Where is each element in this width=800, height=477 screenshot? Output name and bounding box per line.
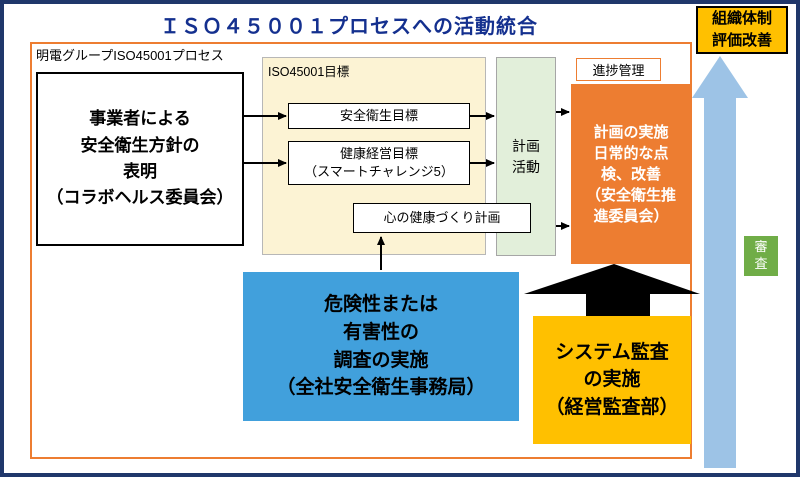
goal-safety-health-text: 安全衛生目標 [339, 108, 418, 124]
system-audit-box: システム監査 の実施 （経営監査部） [533, 316, 691, 444]
policy-box: 事業者による 安全衛生方針の 表明 （コラボヘルス委員会） [36, 72, 244, 246]
process-frame-label: 明電グループISO45001プロセス [36, 48, 224, 63]
goal-mental-health-box: 心の健康づくり計画 [353, 203, 531, 233]
review-badge: 審 査 [744, 236, 778, 276]
org-improvement-text: 組織体制 評価改善 [711, 10, 772, 49]
implementation-box: 計画の実施 日常的な点 検、改善 （安全衛生推 進委員会） [571, 84, 691, 264]
progress-management-text: 進捗管理 [592, 63, 645, 78]
hazard-assessment-box: 危険性または 有害性の 調査の実施 （全社安全衛生事務局） [243, 272, 519, 421]
hazard-assessment-text: 危険性または 有害性の 調査の実施 （全社安全衛生事務局） [276, 294, 486, 399]
org-improvement-box: 組織体制 評価改善 [696, 6, 788, 54]
feedback-up-arrow [692, 56, 748, 468]
progress-management-label: 進捗管理 [576, 58, 661, 81]
review-badge-text: 審 査 [754, 239, 768, 271]
goal-health-management-box: 健康経営目標 （スマートチャレンジ5） [288, 141, 470, 185]
goal-safety-health-box: 安全衛生目標 [288, 103, 470, 129]
implementation-text: 計画の実施 日常的な点 検、改善 （安全衛生推 進委員会） [585, 123, 676, 225]
page-title: ＩＳＯ４５００１プロセスへの活動統合 [160, 16, 538, 38]
policy-text: 事業者による 安全衛生方針の 表明 （コラボヘルス委員会） [46, 109, 234, 208]
system-audit-text: システム監査 の実施 （経営監査部） [545, 341, 679, 418]
goals-panel-label: ISO45001目標 [268, 65, 350, 79]
process-frame [30, 42, 692, 459]
goal-health-management-text: 健康経営目標 （スマートチャレンジ5） [304, 146, 454, 179]
plan-activity-text: 計画 活動 [512, 137, 540, 175]
goal-mental-health-text: 心の健康づくり計画 [383, 210, 501, 226]
